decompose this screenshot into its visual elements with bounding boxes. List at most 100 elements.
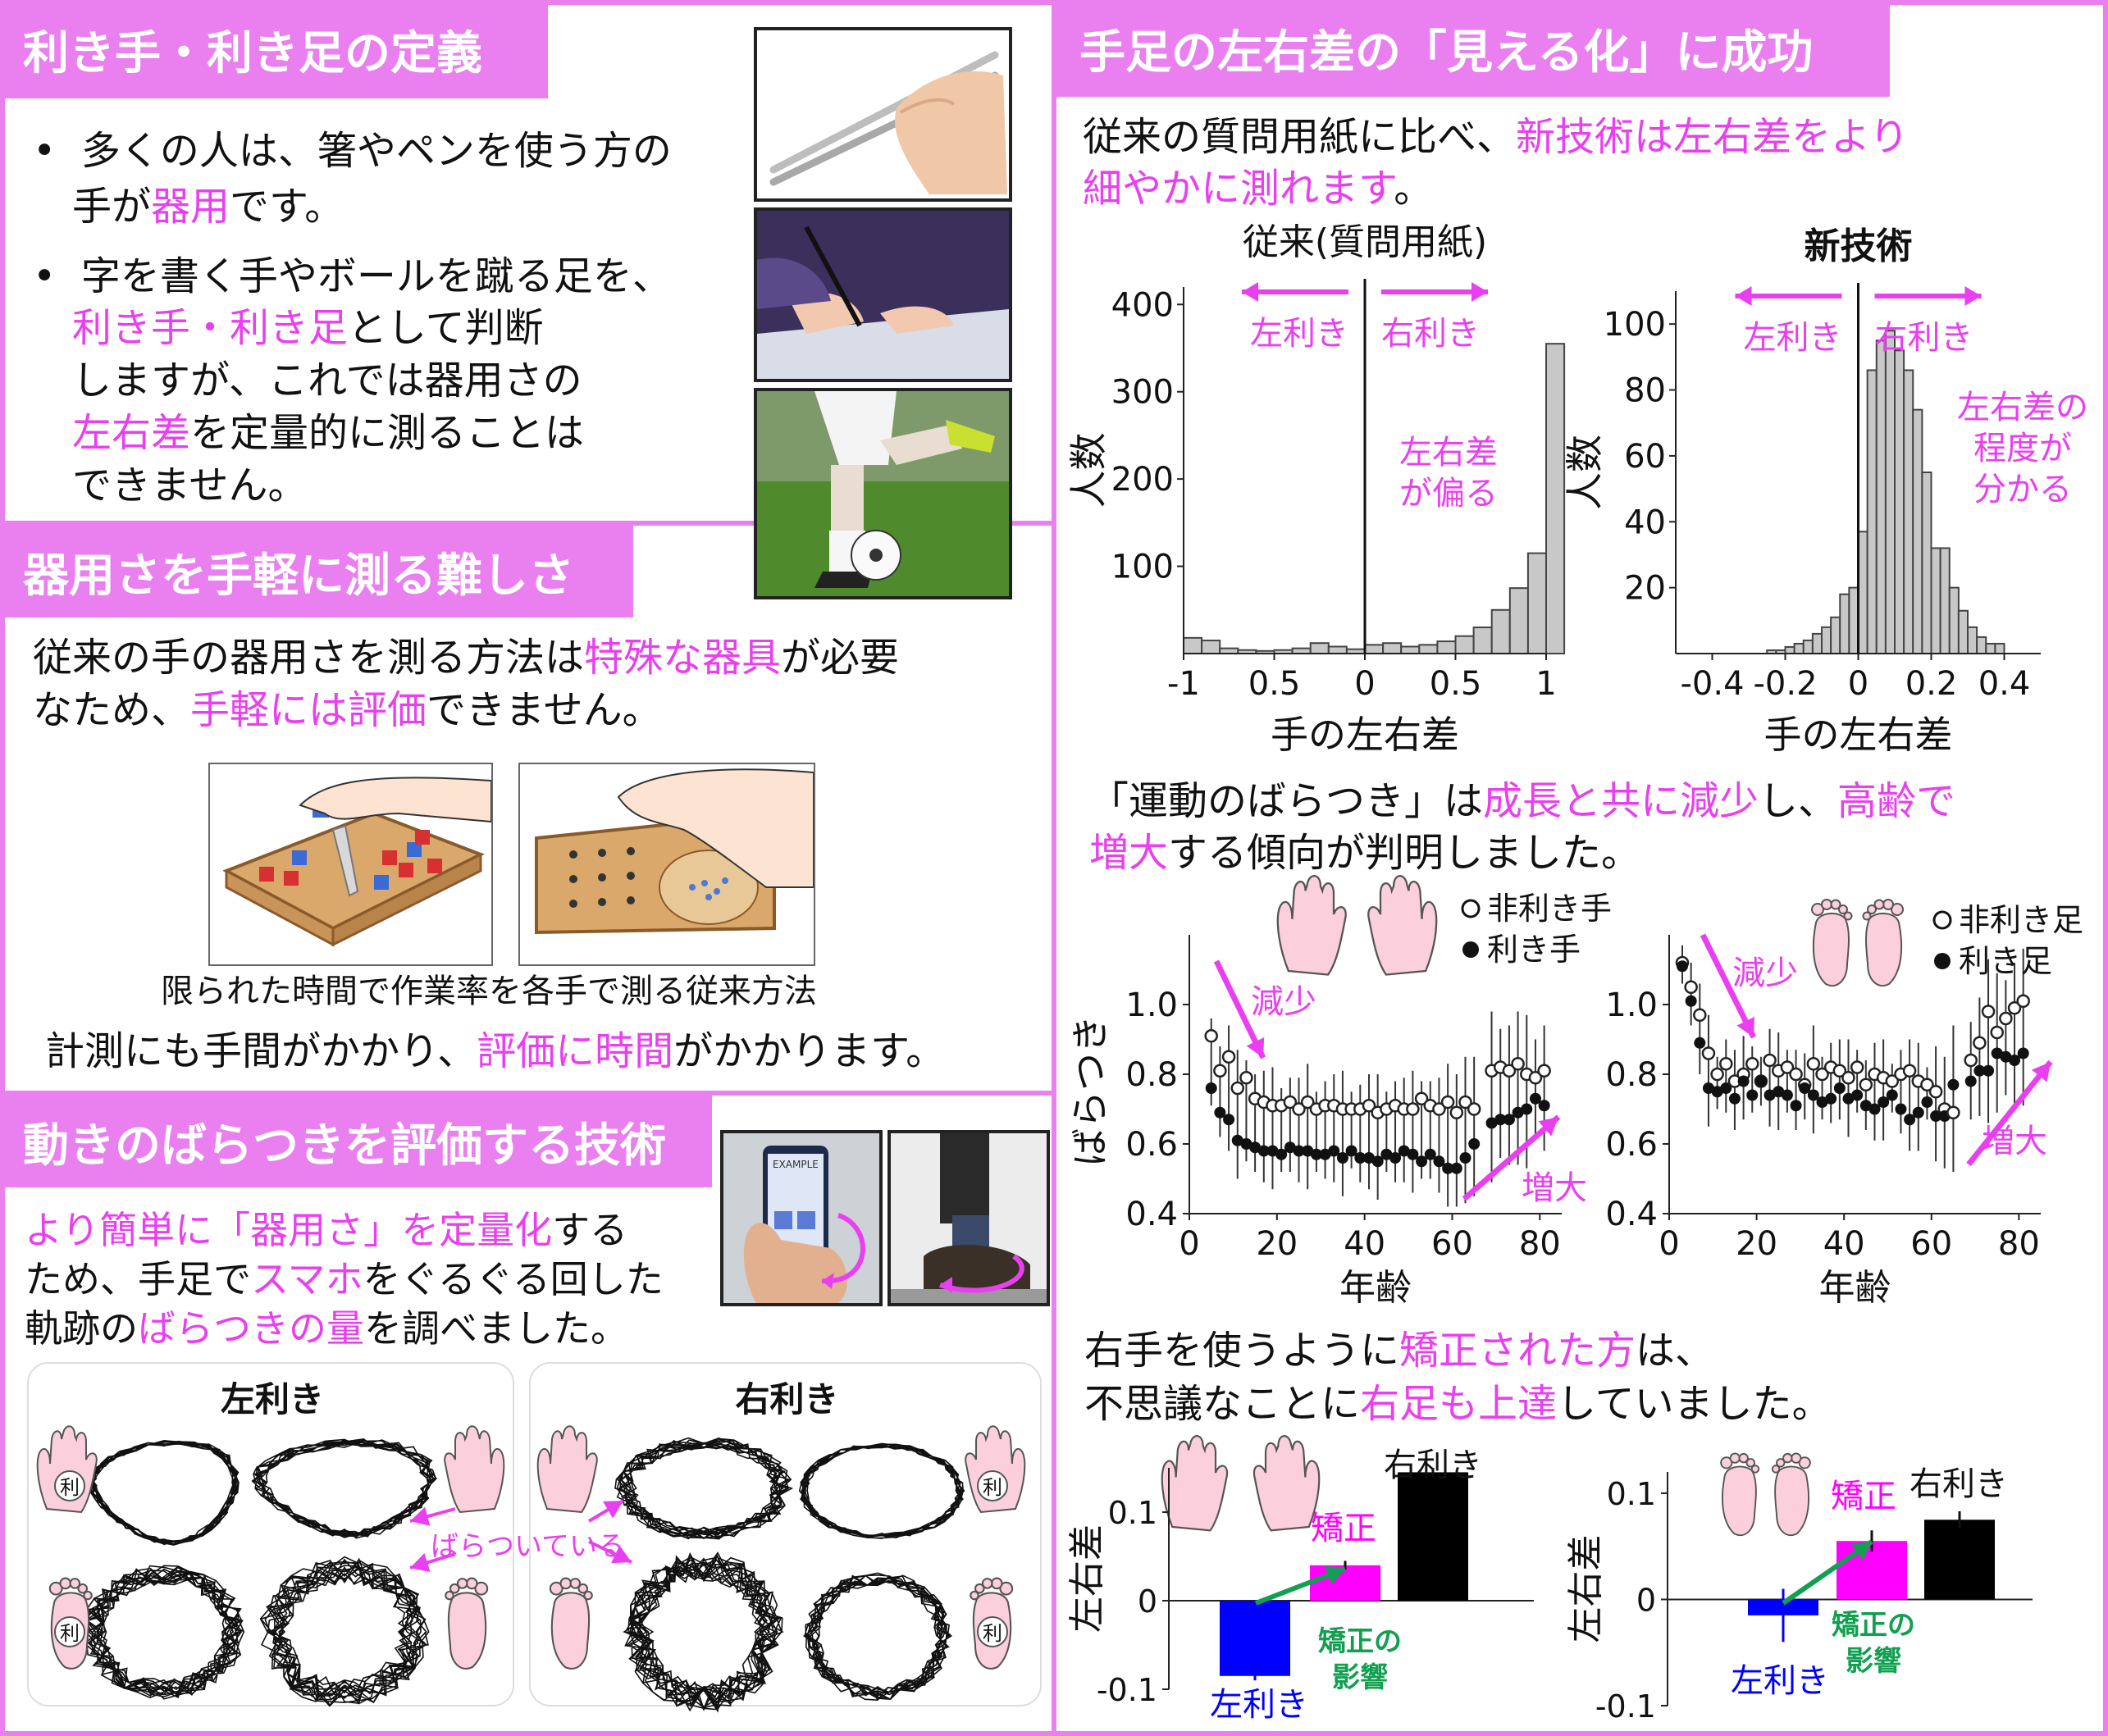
dominant-point (1223, 1114, 1235, 1126)
histogram-bar (1811, 632, 1823, 655)
dominant-badge-text: 利 (60, 1622, 80, 1645)
chart-title: 新技術 (1805, 226, 1913, 267)
y-tick-label: 0.6 (1125, 1126, 1178, 1164)
bar-chart-foot: 0.10-0.1左右差左利き矯正右利き矯正の影響 (1565, 1465, 2033, 1725)
histogram-bar (1802, 639, 1814, 654)
low-line-2: 不思議なことに右足も上達していました。 (1084, 1381, 1832, 1427)
foot-icon-toe (48, 1581, 63, 1596)
scatter-arrow-head (602, 1501, 623, 1519)
histogram-bar (1948, 586, 1960, 654)
section-title-definition: 利き手・利き足の定義 (0, 0, 548, 98)
y-axis-label: 人数 (1066, 433, 1111, 508)
foot-icon-toe (970, 1590, 979, 1601)
foot-icon-toe (1843, 911, 1853, 921)
foot-icon-toe (1830, 899, 1841, 910)
non-dominant-point (1458, 1095, 1472, 1109)
x-axis-label: 年齢 (1339, 1267, 1412, 1309)
decrease-arrow-head (1736, 1016, 1754, 1037)
histogram-bar (1921, 472, 1932, 654)
histogram-bar (1875, 339, 1887, 654)
trajectory (251, 1438, 437, 1539)
dominant-point (1773, 1086, 1785, 1098)
foot-icon-sole (1774, 1465, 1810, 1536)
histogram-bar (1309, 642, 1330, 655)
y-tick-label: 0.8 (1125, 1056, 1178, 1094)
dominant-point (1816, 1096, 1828, 1108)
non-dominant-point (1440, 1095, 1455, 1109)
non-dominant-point (1964, 1053, 1978, 1068)
non-dominant-point (1841, 1071, 1855, 1085)
section-title-visualization: 手足の左右差の「見える化」に成功 (1056, 0, 1890, 97)
non-dominant-point (1362, 1099, 1376, 1113)
s2-line-3: 計測にも手間がかかり、評価に時間がかかります。 (45, 1028, 946, 1074)
y-tick-label: 0 (1636, 1582, 1656, 1618)
histogram-note: が偏る (1399, 475, 1498, 513)
histogram-bar (1400, 645, 1421, 655)
histogram-bar (1930, 547, 1941, 654)
dominant-point (1764, 1089, 1776, 1101)
non-dominant-point (1684, 980, 1698, 994)
non-dominant-point (1902, 1064, 1917, 1078)
x-tick-label: 60 (1431, 1225, 1473, 1263)
foot-icon-toe (445, 1590, 454, 1601)
hand-icon (1276, 875, 1347, 976)
non-dominant-point (1502, 1064, 1517, 1078)
non-dominant-point (1511, 1057, 1525, 1071)
trajectory (88, 1439, 240, 1546)
correction-effect-arrow-head (1851, 1542, 1872, 1561)
foot-icon-sole (1865, 913, 1903, 986)
y-axis-label: 左右差 (1066, 1524, 1108, 1633)
dominant-point (1345, 1145, 1357, 1157)
decrease-label: 減少 (1251, 983, 1316, 1021)
histogram-bar (1957, 609, 1969, 654)
dominant-badge (54, 1616, 85, 1647)
histogram-bar (1967, 626, 1978, 655)
bullet-1-line-1: • 多くの人は、箸やペンを使う方の (33, 128, 672, 174)
dominant-point (1328, 1145, 1340, 1157)
dominant-point (1799, 1082, 1811, 1094)
dominant-point (1424, 1148, 1436, 1160)
foot-icon-toe (83, 1590, 93, 1601)
trajectory (623, 1551, 784, 1713)
x-tick-label: 20 (1736, 1225, 1777, 1263)
foot-icon-toe (1738, 1452, 1749, 1464)
histogram-bar (1830, 616, 1841, 654)
dominant-point (1842, 1092, 1855, 1105)
dominant-point (1389, 1152, 1402, 1164)
non-dominant-point (1204, 1029, 1218, 1043)
dominant-point (1737, 1075, 1750, 1087)
dominant-point (1895, 1103, 1907, 1115)
dominant-point (1302, 1145, 1314, 1157)
dominant-point (1319, 1148, 1331, 1160)
left-handed-title: 左利き (220, 1379, 324, 1419)
foot-icon-toe (1838, 904, 1848, 914)
increase-label: 増大 (1982, 1123, 2047, 1160)
phone-foot-photo (887, 1130, 1050, 1306)
foot-icon-toe (549, 1581, 564, 1596)
x-tick-label: -1 (1167, 665, 1200, 703)
dominant-point (1293, 1145, 1305, 1157)
non-dominant-point (1806, 1057, 1821, 1071)
foot-icon-toe (569, 1578, 582, 1589)
y-axis-label: ばらつき (1068, 1015, 1112, 1166)
foot-icon-sole (1812, 913, 1850, 986)
histogram-bar (1545, 343, 1566, 654)
dominant-point (1433, 1155, 1445, 1168)
s3-line-3: 軌跡のばらつきの量を調べました。 (25, 1306, 628, 1351)
increase-arrow (1462, 1114, 1561, 1201)
dominant-badge-text: 利 (983, 1476, 1002, 1499)
histogram-bar (1454, 635, 1475, 655)
bar-label: 矯正 (1831, 1478, 1896, 1515)
x-tick-label: 20 (1256, 1225, 1298, 1263)
x-tick-label: 1 (1535, 665, 1556, 703)
decrease-label: 減少 (1732, 955, 1798, 992)
histogram-bar (1884, 330, 1896, 654)
dominant-point (1886, 1089, 1898, 1101)
x-tick-label: 40 (1344, 1225, 1385, 1263)
legend-filled-marker (1934, 953, 1951, 969)
non-dominant-point (2016, 994, 2030, 1008)
x-axis-label: 年齢 (1819, 1267, 1891, 1309)
histogram-bar (1793, 642, 1805, 654)
